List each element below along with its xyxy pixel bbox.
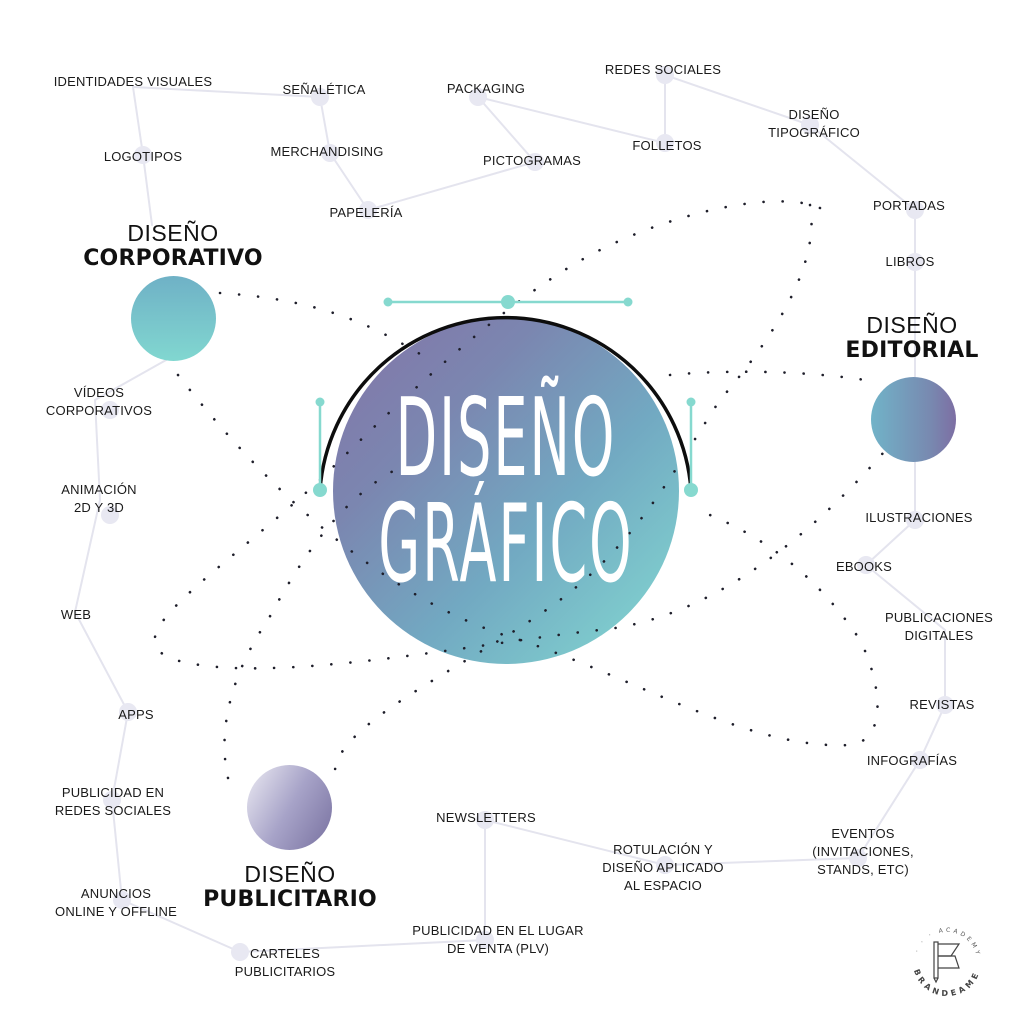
logo-brand: BRANDEAME: [912, 968, 978, 998]
node-carteles: CARTELES PUBLICITARIOS: [234, 946, 336, 979]
category-corporativo-bold: CORPORATIVO: [83, 246, 263, 271]
node-diseno-tipografico: DISEÑO TIPOGRÁFICO: [768, 107, 860, 140]
node-publicaciones-digitales: PUBLICACIONES DIGITALES: [884, 610, 994, 643]
handle-point-left: [383, 297, 393, 307]
node-identidades-visuales: IDENTIDADES VISUALES: [53, 74, 213, 89]
editorial-orb: [871, 377, 956, 462]
node-infografias: INFOGRAFÍAS: [866, 753, 958, 768]
category-publicitario-bold: PUBLICITARIO: [203, 887, 377, 912]
node-revistas: REVISTAS: [909, 697, 975, 712]
category-editorial-bold: EDITORIAL: [845, 338, 979, 363]
corporativo-orb: [131, 276, 216, 361]
center-orb: [333, 318, 679, 664]
handle-point-right: [623, 297, 633, 307]
node-apps: APPS: [118, 707, 154, 722]
center-title-line2: GRÁFICO: [378, 482, 634, 607]
node-portadas: PORTADAS: [873, 198, 945, 213]
category-corporativo: DISEÑO CORPORATIVO: [83, 222, 263, 270]
center-title-line1: DISEÑO: [395, 376, 617, 501]
node-ilustraciones: ILUSTRACIONES: [865, 510, 973, 525]
center-title: DISEÑO GRÁFICO: [378, 376, 634, 607]
node-ebooks: EBOOKS: [835, 559, 893, 574]
node-pictogramas: PICTOGRAMAS: [482, 153, 582, 168]
publicitario-orb: [247, 765, 332, 850]
category-corporativo-light: DISEÑO: [127, 220, 219, 246]
node-merchandising: MERCHANDISING: [270, 144, 384, 159]
node-web: WEB: [60, 607, 92, 622]
node-senaletica: SEÑALÉTICA: [282, 82, 366, 97]
category-editorial-light: DISEÑO: [866, 312, 958, 338]
category-publicitario: DISEÑO PUBLICITARIO: [203, 863, 377, 911]
node-newsletters: NEWSLETTERS: [436, 810, 536, 825]
node-packaging: PACKAGING: [446, 81, 526, 96]
anchor-point-left: [313, 483, 327, 497]
node-rotulacion: ROTULACIÓN Y DISEÑO APLICADO AL ESPACIO: [602, 842, 724, 893]
node-folletos: FOLLETOS: [632, 138, 702, 153]
node-anuncios: ANUNCIOS ONLINE Y OFFLINE: [55, 886, 177, 919]
node-videos-corporativos: VÍDEOS CORPORATIVOS: [45, 385, 153, 418]
anchor-point-top: [501, 295, 515, 309]
category-editorial: DISEÑO EDITORIAL: [845, 314, 978, 362]
node-plv: PUBLICIDAD EN EL LUGAR DE VENTA (PLV): [412, 923, 584, 956]
category-publicitario-light: DISEÑO: [244, 861, 336, 887]
anchor-point-right: [684, 483, 698, 497]
svg-text:BRANDEAME: BRANDEAME: [912, 968, 982, 998]
node-eventos: EVENTOS (INVITACIONES, STANDS, ETC): [812, 826, 914, 877]
node-publicidad-redes: PUBLICIDAD EN REDES SOCIALES: [54, 785, 172, 818]
node-animacion: ANIMACIÓN 2D Y 3D: [61, 482, 137, 515]
node-redes-sociales: REDES SOCIALES: [604, 62, 722, 77]
flag-b-icon: · · · ACADEMY · · BRANDEAME: [901, 913, 982, 998]
node-libros: LIBROS: [885, 254, 935, 269]
brandeame-logo: · · · ACADEMY · · BRANDEAME: [901, 913, 991, 1006]
node-papeleria: PAPELERÍA: [329, 205, 403, 220]
node-logotipos: LOGOTIPOS: [103, 149, 183, 164]
